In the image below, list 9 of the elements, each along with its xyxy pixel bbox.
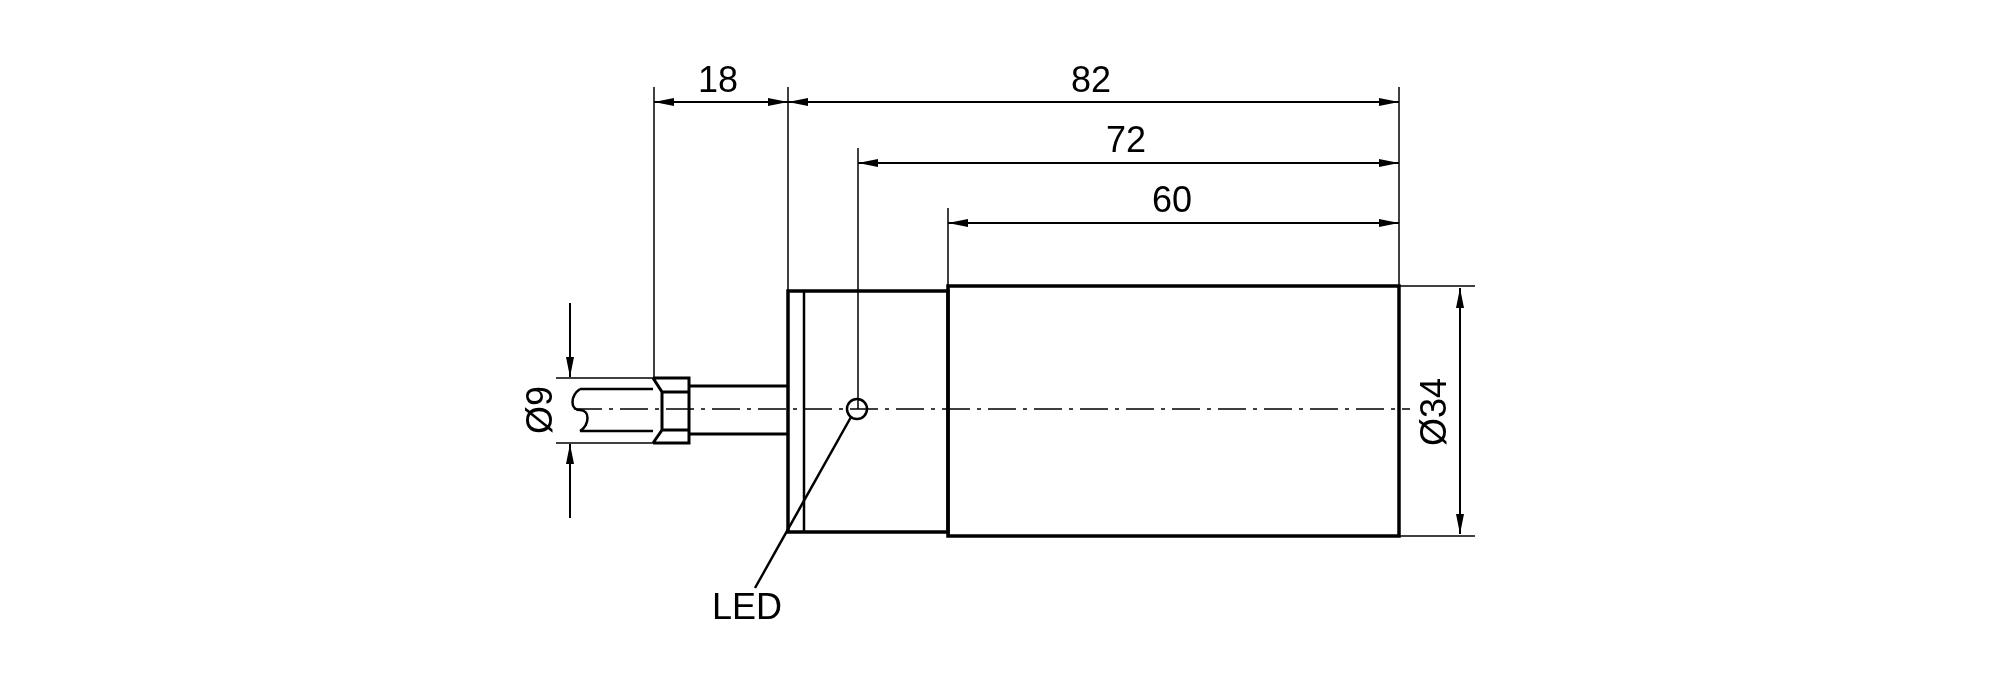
dimension-label: Ø9 xyxy=(520,386,560,434)
dimension-label: 82 xyxy=(1071,60,1111,100)
dimension-label: 60 xyxy=(1152,180,1192,220)
dimension-label: Ø34 xyxy=(1414,378,1454,446)
dimension-label: 18 xyxy=(698,60,738,100)
led-indicator xyxy=(845,397,869,421)
callout-label: LED xyxy=(706,586,788,628)
dimension-label: 72 xyxy=(1106,120,1146,160)
leader-line xyxy=(753,416,853,589)
